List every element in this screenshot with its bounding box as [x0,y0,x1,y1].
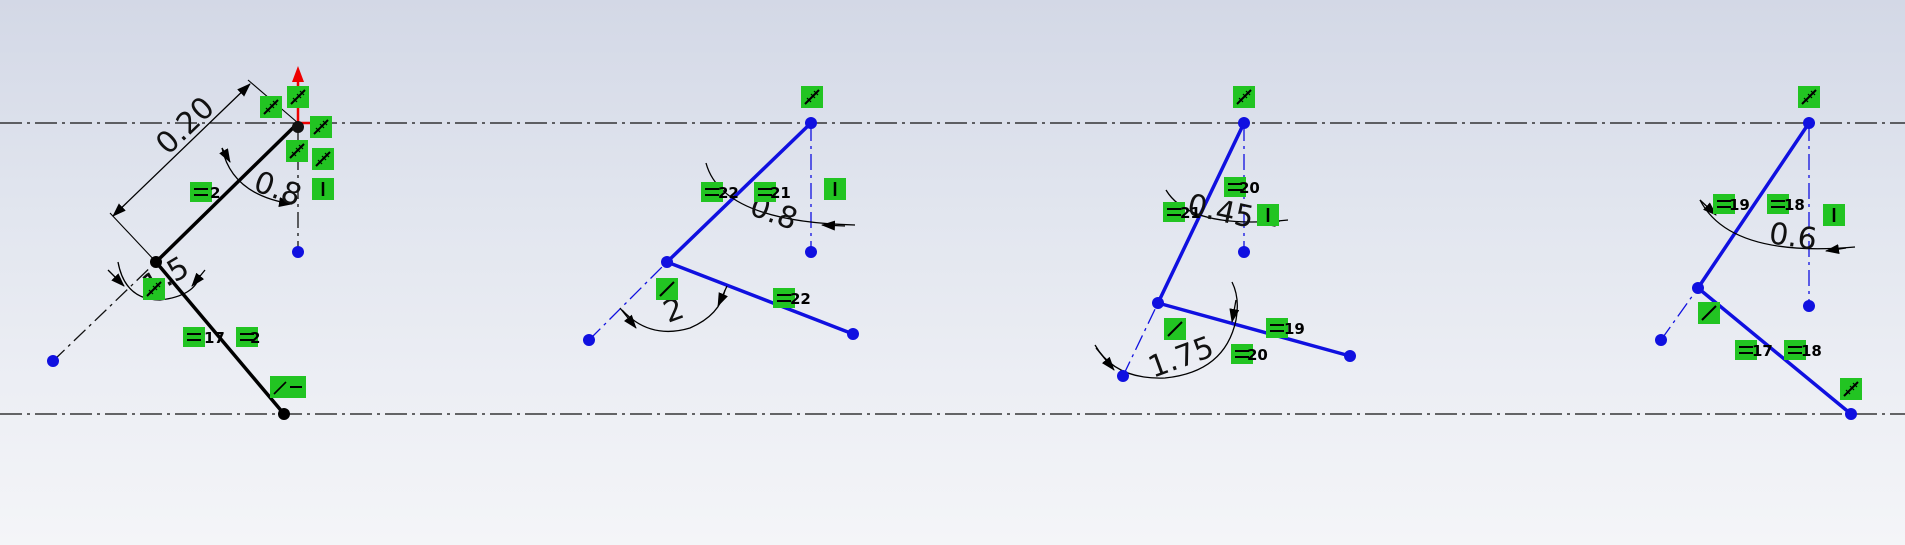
fix-relation-icon[interactable] [311,147,335,171]
sketch-point[interactable] [1692,282,1704,294]
equal-relation-badge[interactable]: 21 [753,181,791,203]
svg-text:22: 22 [790,290,811,308]
equal-relation-badge[interactable]: 17 [1734,339,1773,361]
fix-relation-icon[interactable] [1839,377,1863,401]
equal-relation-badge[interactable]: 21 [1162,201,1201,223]
sketch-point[interactable] [1845,408,1857,420]
sketch-4[interactable]: 0.6 19 18 17 18 [1655,85,1863,420]
sketch-line[interactable] [1696,122,1811,289]
sketch-point[interactable] [1152,297,1164,309]
coincident-relation-icon[interactable] [309,115,333,139]
sketch-point[interactable] [1344,350,1356,362]
fix-relation-icon[interactable] [800,85,824,109]
fix-relation-icon[interactable] [286,85,310,109]
equal-relation-badge[interactable]: 18 [1766,193,1805,215]
sketch-point[interactable] [292,246,304,258]
sketch-line[interactable] [154,260,286,416]
vertical-relation-icon[interactable] [822,176,848,202]
sketch-point[interactable] [1238,117,1250,129]
sketch-line[interactable] [665,121,813,264]
vertical-relation-icon[interactable] [310,176,336,202]
svg-text:18: 18 [1801,342,1822,360]
svg-text:19: 19 [1729,196,1750,214]
parallel-relation-icon[interactable] [1163,317,1187,341]
dimension-length[interactable]: 0.20 [149,90,221,162]
sketch-3[interactable]: 0.45 1.75 20 21 19 20 [1094,85,1356,386]
sketch-point[interactable] [1803,300,1815,312]
equal-relation-badge[interactable]: 2 [235,326,260,348]
svg-text:20: 20 [1247,346,1268,364]
sketch-point[interactable] [1655,334,1667,346]
svg-text:17: 17 [1752,342,1773,360]
sketch-line[interactable] [1157,301,1351,358]
sketch-point[interactable] [847,328,859,340]
sketch-point[interactable] [1117,370,1129,382]
equal-relation-badge[interactable]: 22 [772,287,811,309]
svg-text:2: 2 [210,184,220,202]
sketch-line[interactable] [666,260,854,336]
sketch-1[interactable]: 0.20 0.8 1.5 2 [47,66,336,420]
sketch-point[interactable] [47,355,59,367]
sketch-point[interactable] [1803,117,1815,129]
svg-text:18: 18 [1784,196,1805,214]
equal-relation-badge[interactable]: 19 [1265,317,1305,339]
sketch-point[interactable] [583,334,595,346]
sketch-point[interactable] [1238,246,1250,258]
centerline[interactable] [588,261,668,341]
fix-relation-icon[interactable] [142,277,166,301]
centerline[interactable] [1122,302,1159,377]
sketch-point[interactable] [805,117,817,129]
centerline[interactable] [52,261,157,362]
fix-relation-icon[interactable] [1232,85,1256,109]
sketch-point[interactable] [278,408,290,420]
dimension-angle-top[interactable]: 0.6 [1767,216,1819,257]
sketch-2[interactable]: 0.8 2 22 21 22 [583,85,859,346]
sketch-line[interactable] [1156,122,1246,304]
equal-relation-badge[interactable]: 17 [182,326,225,348]
svg-text:19: 19 [1284,320,1305,338]
fix-relation-icon[interactable] [1797,85,1821,109]
equal-relation-badge[interactable]: 19 [1712,193,1750,215]
vertical-relation-icon[interactable] [1255,202,1281,228]
fix-horizontal-relation-icon[interactable] [269,375,307,399]
equal-relation-badge[interactable]: 2 [189,181,220,203]
svg-text:21: 21 [770,184,791,202]
svg-text:20: 20 [1239,179,1260,197]
vertical-relation-icon[interactable] [1821,202,1847,228]
fix-relation-icon[interactable] [259,95,283,119]
svg-text:17: 17 [204,329,225,347]
svg-text:21: 21 [1180,204,1201,222]
sketch-point[interactable] [150,256,162,268]
equal-relation-badge[interactable]: 22 [700,181,739,203]
svg-text:22: 22 [718,184,739,202]
equal-relation-badge[interactable]: 20 [1223,176,1260,198]
fix-relation-icon[interactable] [285,139,309,163]
svg-text:2: 2 [250,329,260,347]
parallel-relation-icon[interactable] [1697,301,1721,325]
equal-relation-badge[interactable]: 20 [1230,343,1268,365]
parallel-relation-icon[interactable] [655,277,679,301]
sketch-point[interactable] [661,256,673,268]
sketch-line[interactable] [1696,286,1853,416]
centerline[interactable] [1660,287,1699,341]
equal-relation-badge[interactable]: 18 [1783,339,1822,361]
sketch-point[interactable] [805,246,817,258]
